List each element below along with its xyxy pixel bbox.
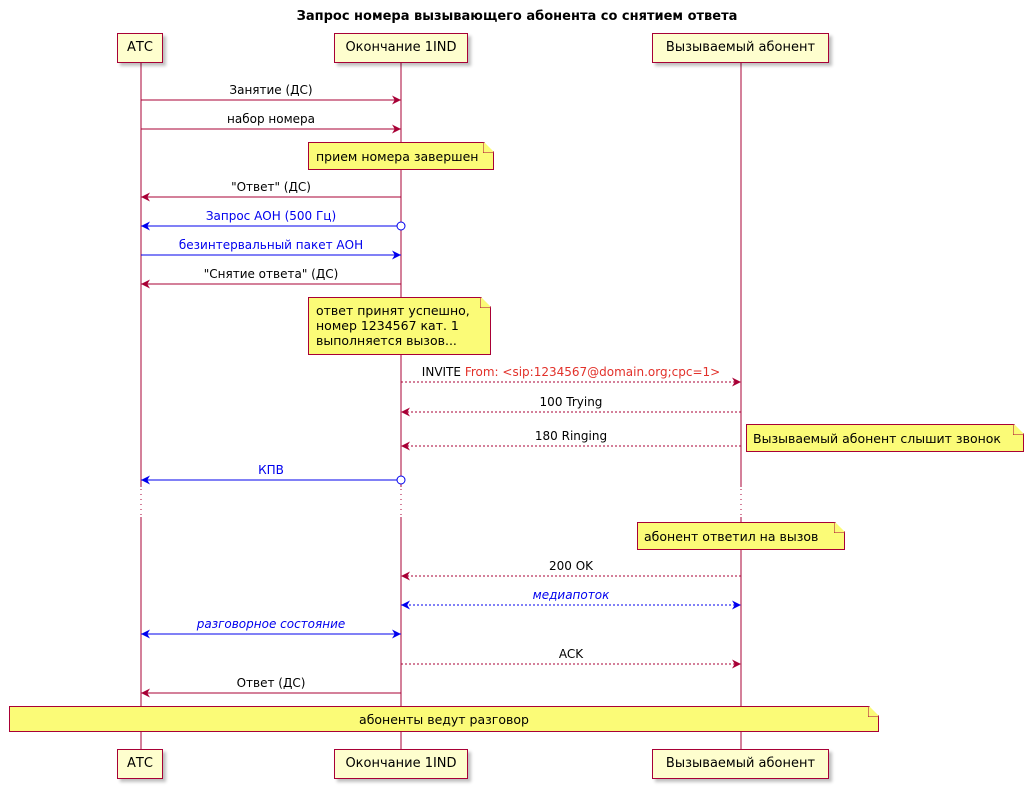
note-fold-icon bbox=[483, 142, 494, 153]
message-label-m11: 200 OK bbox=[548, 559, 594, 573]
note-subscribers-talking-text: абоненты ведут разговор bbox=[359, 712, 529, 727]
message-label-m12: медиапоток bbox=[532, 588, 610, 602]
note-fold-icon bbox=[868, 706, 879, 717]
note-callee-answered: абонент ответил на вызов bbox=[637, 522, 845, 550]
participant-atc-bottom: АТС bbox=[117, 749, 163, 779]
message-label-m1: Занятие (ДС) bbox=[229, 83, 313, 97]
message-label-m2: набор номера bbox=[227, 112, 315, 126]
message-label-m10: КПВ bbox=[258, 463, 284, 477]
message-label-m5: безинтервальный пакет АОН bbox=[178, 238, 364, 252]
participant-ind-bottom: Окончание 1IND bbox=[334, 749, 468, 779]
message-label-m6: "Снятие ответа" (ДС) bbox=[203, 267, 339, 281]
arrow-m4-circle bbox=[396, 221, 406, 231]
message-label-m13: разговорное состояние bbox=[196, 617, 346, 631]
message-label-m9: 180 Ringing bbox=[534, 429, 608, 443]
note-callee-hears-ringing-text: Вызываемый абонент слышит звонок bbox=[753, 431, 1001, 446]
lifelines bbox=[140, 62, 742, 752]
note-call-in-progress-line-2: номер 1234567 кат. 1 bbox=[316, 318, 459, 333]
message-label-m8: 100 Trying bbox=[539, 395, 603, 409]
note-call-in-progress-line-1: ответ принят успешно, bbox=[316, 303, 470, 318]
note-callee-hears-ringing: Вызываемый абонент слышит звонок bbox=[746, 424, 1024, 452]
message-label-m7: INVITE From: <sip:1234567@domain.org;cpc… bbox=[401, 365, 741, 380]
note-subscribers-talking: абоненты ведут разговор bbox=[9, 706, 879, 732]
note-fold-icon bbox=[480, 297, 491, 308]
note-callee-answered-text: абонент ответил на вызов bbox=[644, 529, 819, 544]
note-number-received-text: прием номера завершен bbox=[316, 149, 479, 164]
message-arrows bbox=[141, 95, 741, 698]
message-label-m4: Запрос АОН (500 Гц) bbox=[205, 209, 337, 223]
participant-callee-top: Вызываемый абонент bbox=[652, 33, 829, 63]
message-label-m15: Ответ (ДС) bbox=[236, 676, 306, 690]
message-label-m7-from: From: <sip:1234567@domain.org;cpc=1> bbox=[464, 365, 721, 379]
note-number-received: прием номера завершен bbox=[308, 142, 494, 170]
participant-ind-top: Окончание 1IND bbox=[334, 33, 468, 63]
message-label-m7-method: INVITE bbox=[421, 365, 461, 379]
diagram-title: Запрос номера вызывающего абонента со сн… bbox=[296, 9, 738, 24]
message-label-m14: ACK bbox=[558, 647, 584, 661]
note-fold-icon bbox=[1013, 424, 1024, 435]
note-call-in-progress: ответ принят успешно, номер 1234567 кат.… bbox=[308, 297, 491, 355]
note-fold-icon bbox=[834, 522, 845, 533]
participant-atc-top: АТС bbox=[117, 33, 163, 63]
arrow-m10-circle bbox=[396, 475, 406, 485]
note-call-in-progress-line-3: выполняется вызов... bbox=[316, 333, 457, 348]
message-label-m3: "Ответ" (ДС) bbox=[231, 180, 311, 194]
participant-callee-bottom: Вызываемый абонент bbox=[652, 749, 829, 779]
